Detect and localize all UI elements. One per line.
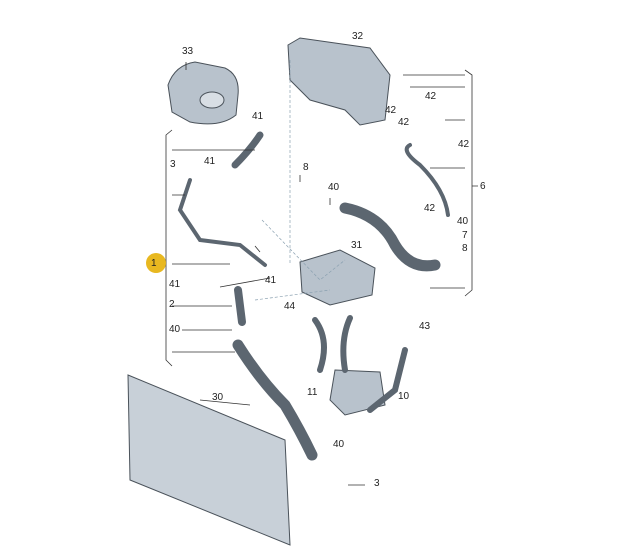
label-40: 40 [169,324,181,335]
pipe-3 [177,178,267,267]
hose-main [339,202,441,272]
label-30: 30 [212,392,224,403]
cylinder-head [287,37,391,126]
label-41: 41 [252,111,264,122]
label-40: 40 [328,182,340,193]
label-32: 32 [352,31,364,42]
hose-2 [234,286,246,326]
label-43: 43 [419,321,431,332]
label-31: 31 [351,240,363,251]
label-44: 44 [284,301,296,312]
label-6: 6 [480,181,486,192]
hose-42 [404,143,450,217]
label-42: 42 [385,105,397,116]
label-42: 42 [424,203,436,214]
label-42: 42 [458,139,470,150]
pipe-10 [312,315,408,413]
expansion-tank [167,61,239,125]
hose-lower [232,339,318,461]
label-40: 40 [457,216,469,227]
label-7: 7 [462,230,468,241]
label-41: 41 [169,279,181,290]
label-41: 41 [265,275,277,286]
label-2: 2 [169,299,175,310]
label-11: 11 [307,387,318,398]
label-8: 8 [303,162,309,173]
radiator [127,374,291,546]
label-41: 41 [204,156,216,167]
label-40: 40 [333,439,345,450]
label-42: 42 [425,91,437,102]
label-10: 10 [398,391,410,402]
label-8: 8 [462,243,468,254]
oil-cooler [329,369,386,416]
label-33: 33 [182,46,194,57]
label-3: 3 [170,159,176,170]
label-42: 42 [398,117,410,128]
label-3: 3 [374,478,380,489]
callout-1[interactable]: 1 [146,253,166,273]
thermostat-housing [299,249,376,306]
